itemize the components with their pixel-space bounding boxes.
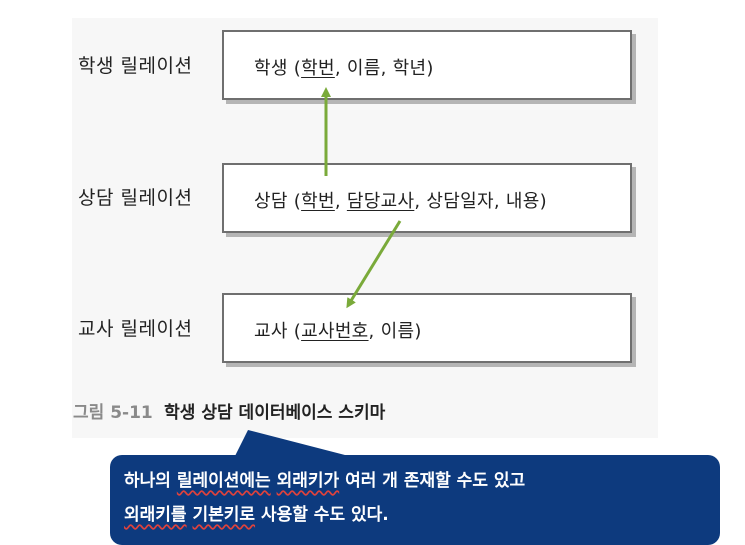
relation-name: 학생	[254, 58, 288, 79]
callout-note: 하나의 릴레이션에는 외래키가 여러 개 존재할 수도 있고 외래키를 기본키로…	[110, 455, 720, 545]
callout-text: 여러 개 존재할 수도 있고	[339, 471, 526, 491]
key-attribute: 교사번호	[301, 321, 369, 342]
attribute-text: ,	[493, 191, 506, 212]
relation-label-counsel: 상담 릴레이션	[78, 187, 193, 209]
relation-box-counsel: 상담 (학번, 담당교사, 상담일자, 내용)	[222, 163, 632, 233]
key-attribute: 학번	[301, 191, 335, 212]
callout-line-1: 하나의 릴레이션에는 외래키가 여러 개 존재할 수도 있고	[124, 464, 720, 498]
relation-label-teacher: 교사 릴레이션	[78, 318, 193, 340]
attribute-text: 이름	[346, 58, 381, 79]
figure-number: 그림 5-11	[73, 403, 153, 423]
key-attribute: 담당교사	[346, 191, 415, 212]
attribute-text: 학년	[392, 58, 427, 79]
open-paren: (	[287, 321, 302, 342]
spellcheck-word: 외래키를	[124, 505, 187, 525]
spellcheck-word: 기본키로	[192, 505, 256, 525]
fk-arrow-counsel-to-teacher	[346, 220, 402, 309]
attribute-text: 상담일자	[426, 191, 494, 212]
relation-schema-counsel: 상담 (학번, 담당교사, 상담일자, 내용)	[254, 187, 547, 213]
attribute-text: 내용	[505, 191, 540, 212]
relation-schema-teacher: 교사 (교사번호, 이름)	[254, 317, 422, 343]
relation-name: 교사	[254, 321, 288, 342]
callout-line-2: 외래키를 기본키로 사용할 수도 있다.	[124, 498, 720, 532]
close-paren: )	[426, 58, 434, 79]
figure-title: 학생 상담 데이터베이스 스키마	[164, 403, 386, 423]
spellcheck-word: 릴레이션에는	[176, 471, 271, 491]
key-attribute: 학번	[301, 58, 335, 79]
relation-box-teacher: 교사 (교사번호, 이름)	[222, 293, 632, 363]
attribute-text: ,	[414, 191, 427, 212]
relation-label-student: 학생 릴레이션	[78, 55, 193, 77]
callout-text: 사용할 수도 있다.	[255, 505, 389, 525]
close-paren: )	[539, 191, 547, 212]
figure-caption: 그림 5-11 학생 상담 데이터베이스 스키마	[73, 398, 385, 423]
relation-schema-student: 학생 (학번, 이름, 학년)	[254, 54, 434, 80]
close-paren: )	[414, 321, 422, 342]
relation-box-student: 학생 (학번, 이름, 학년)	[222, 30, 632, 100]
open-paren: (	[287, 191, 302, 212]
callout-text: 하나의	[124, 471, 177, 491]
relation-name: 상담	[254, 191, 288, 212]
attribute-text: ,	[334, 58, 347, 79]
spellcheck-word: 외래키가	[276, 471, 340, 491]
attribute-text: ,	[380, 58, 393, 79]
open-paren: (	[287, 58, 302, 79]
attribute-text: ,	[368, 321, 381, 342]
attribute-text: ,	[334, 191, 347, 212]
attribute-text: 이름	[380, 321, 415, 342]
